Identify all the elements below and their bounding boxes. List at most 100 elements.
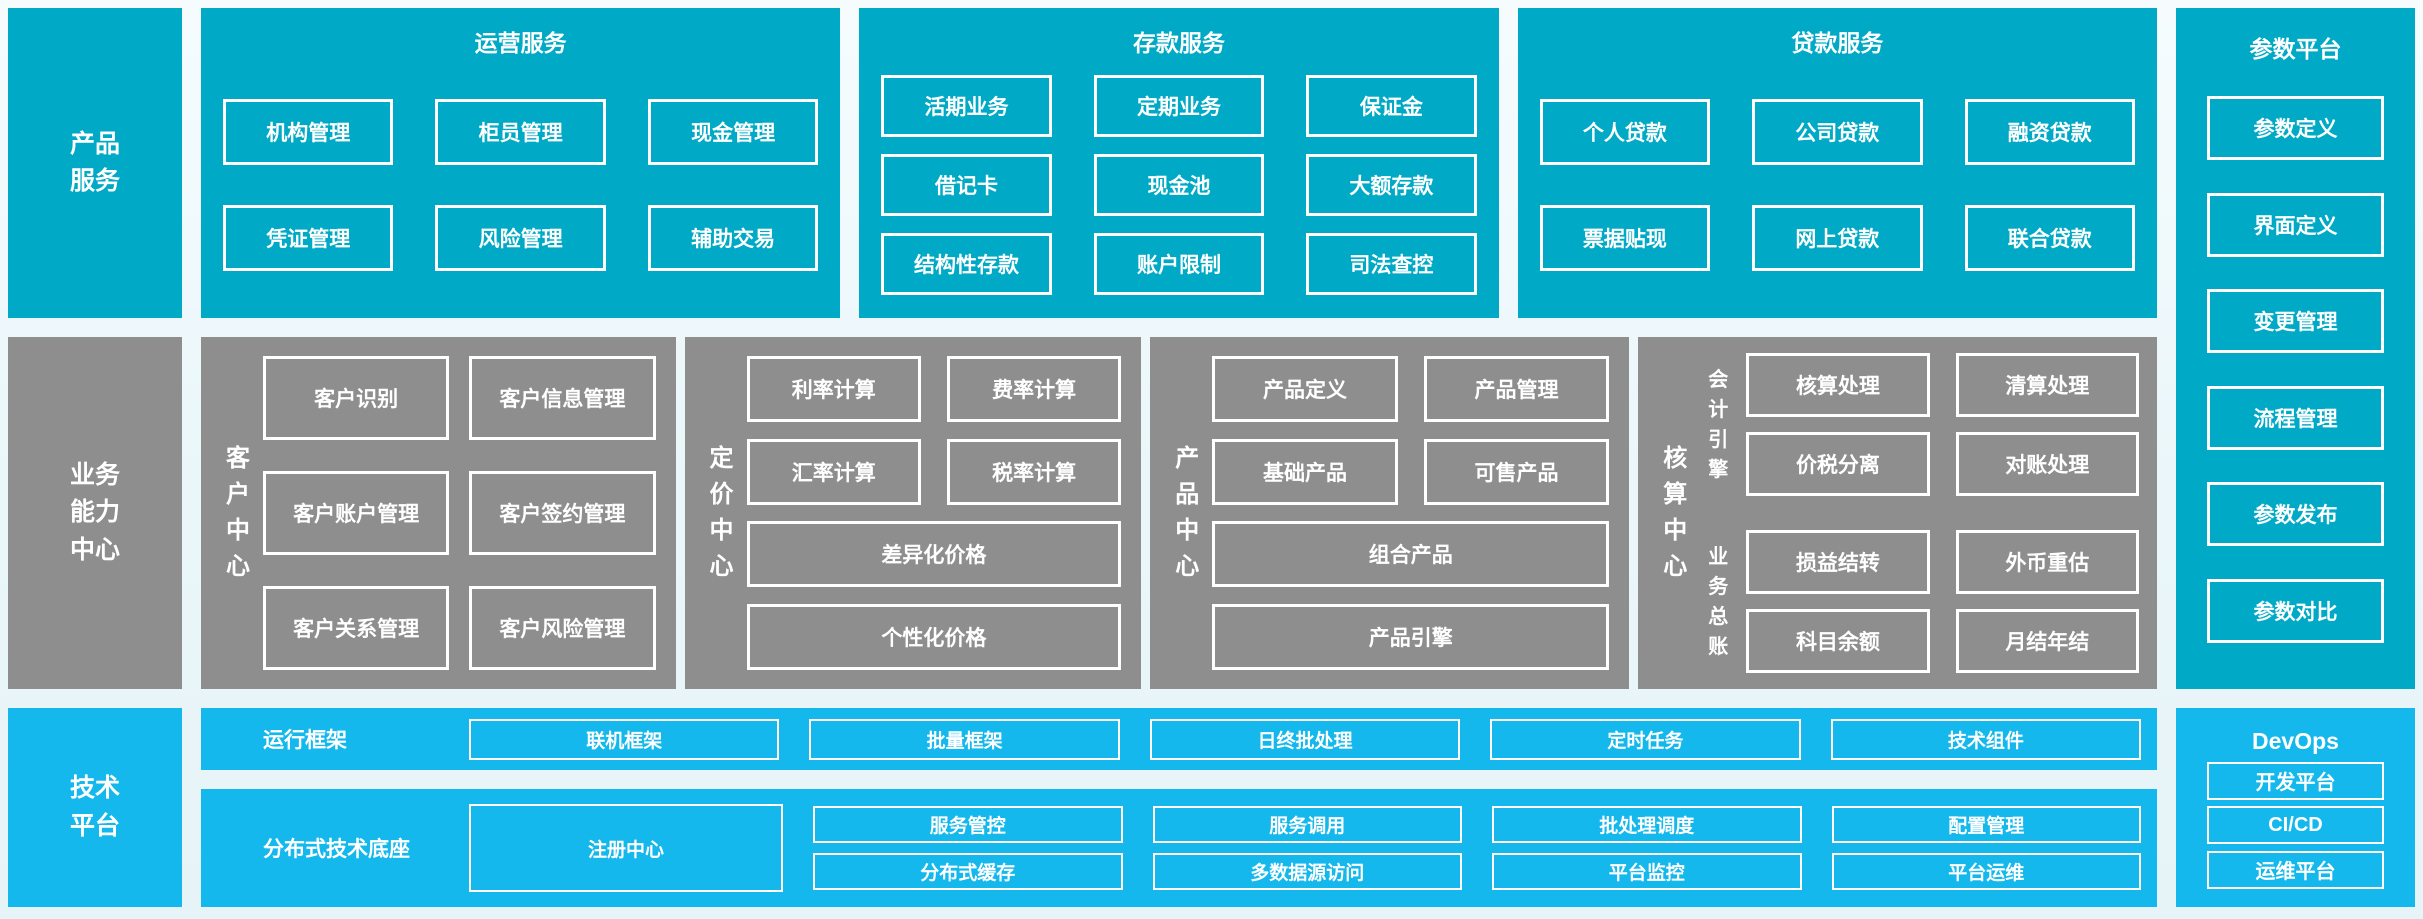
panel-product-center: 产品中心 产品定义 产品管理 基础产品 可售产品 组合产品 产品引擎 (1150, 337, 1630, 689)
module-box: 联机框架 (469, 718, 780, 760)
module-box: 活期业务 (881, 75, 1052, 137)
module-box: 界面定义 (2207, 192, 2384, 257)
customer-center-content: 客户识别客户信息管理客户账户管理客户签约管理客户关系管理客户风险管理 (263, 349, 660, 677)
sidebar-business-capability: 业务能力中心 (8, 337, 182, 689)
module-box-wide: 产品引擎 (1212, 604, 1610, 671)
module-box-wide: 组合产品 (1212, 521, 1610, 588)
panel-loan-services: 贷款服务 个人贷款公司贷款融资贷款票据贴现网上贷款联合贷款 (1517, 8, 2157, 318)
registry-box: 注册中心 (469, 804, 783, 892)
module-box: 平台监控 (1492, 853, 1802, 890)
product-center-label: 产品中心 (1175, 445, 1200, 580)
panel-title: DevOps (2252, 728, 2339, 754)
pricing-center-content: 利率计算 费率计算 汇率计算 税率计算 差异化价格 个性化价格 (746, 349, 1126, 677)
module-box: 定期业务 (1093, 75, 1265, 137)
module-box: 个人贷款 (1539, 98, 1711, 165)
module-box: 票据贴现 (1539, 205, 1711, 272)
module-box: 批量框架 (809, 718, 1120, 760)
panel-distributed-base: 分布式技术底座 注册中心 服务管控服务调用批处理调度配置管理分布式缓存多数据源访… (201, 789, 2157, 907)
customer-items: 客户识别客户信息管理客户账户管理客户签约管理客户关系管理客户风险管理 (263, 349, 660, 677)
panel-deposit-services: 存款服务 活期业务定期业务保证金借记卡现金池大额存款结构性存款账户限制司法查控 (859, 8, 1499, 318)
module-box: 服务调用 (1152, 806, 1462, 843)
panel-title: 存款服务 (1132, 30, 1225, 56)
module-box: 变更管理 (2207, 289, 2384, 354)
business-ledger-items: 损益结转外币重估科目余额月结年结 (1746, 526, 2141, 677)
sidebar-product-services: 产品服务 (8, 8, 182, 318)
module-box: 定时任务 (1490, 718, 1801, 760)
pricing-items: 利率计算 费率计算 汇率计算 税率计算 差异化价格 个性化价格 (746, 349, 1126, 677)
module-box: 凭证管理 (223, 205, 394, 272)
module-box: CI/CD (2207, 806, 2384, 844)
panel-title: 运营服务 (474, 30, 567, 56)
module-box: 多数据源访问 (1152, 853, 1462, 890)
module-box-wide: 个性化价格 (746, 604, 1122, 671)
module-box: 外币重估 (1955, 530, 2139, 595)
panel-runtime-framework: 运行框架 联机框架批量框架日终批处理定时任务技术组件 (201, 708, 2157, 770)
sidebar-product-services-label: 产品服务 (69, 129, 120, 196)
module-box: 可售产品 (1423, 438, 1610, 505)
deposit-items: 活期业务定期业务保证金借记卡现金池大额存款结构性存款账户限制司法查控 (859, 58, 1498, 312)
distributed-base-label: 分布式技术底座 (263, 838, 410, 861)
accounting-engine-items: 核算处理清算处理价税分离对账处理 (1746, 349, 2141, 500)
module-box: 汇率计算 (746, 438, 921, 505)
accounting-group-ledger: 业务总账 损益结转外币重估科目余额月结年结 (1700, 526, 2141, 677)
sub-label: 会计引擎 (1700, 349, 1736, 500)
module-box: 现金管理 (647, 98, 819, 165)
accounting-center-label: 核算中心 (1663, 445, 1688, 580)
module-box: 对账处理 (1955, 431, 2139, 496)
center-label: 定价中心 (701, 349, 743, 677)
module-box: 运维平台 (2207, 850, 2384, 889)
module-box: 客户风险管理 (469, 586, 656, 670)
operations-items: 机构管理柜员管理现金管理凭证管理风险管理辅助交易 (201, 58, 840, 312)
module-box: 柜员管理 (435, 98, 606, 165)
module-box: 清算处理 (1955, 353, 2139, 418)
panel-customer-center: 客户中心 客户识别客户信息管理客户账户管理客户签约管理客户关系管理客户风险管理 (201, 337, 676, 689)
panel-operations-services: 运营服务 机构管理柜员管理现金管理凭证管理风险管理辅助交易 (201, 8, 841, 318)
module-box: 客户关系管理 (263, 586, 450, 670)
module-box: 产品管理 (1423, 355, 1610, 422)
module-box: 公司贷款 (1752, 98, 1923, 165)
panel-title: 参数平台 (2249, 36, 2342, 62)
module-box: 开发平台 (2207, 761, 2384, 800)
module-box: 平台运维 (1831, 853, 2141, 890)
module-box: 网上贷款 (1752, 205, 1923, 272)
module-box: 客户签约管理 (469, 471, 656, 555)
module-box: 客户识别 (263, 356, 450, 440)
sub-label: 业务总账 (1700, 526, 1736, 677)
runtime-items: 联机框架批量框架日终批处理定时任务技术组件 (469, 718, 2142, 760)
module-box: 价税分离 (1746, 431, 1930, 496)
module-box: 流程管理 (2207, 385, 2384, 450)
runtime-framework-label: 运行框架 (263, 729, 347, 752)
parameter-items: 参数定义界面定义变更管理流程管理参数发布参数对比 (2207, 64, 2384, 675)
panel-pricing-center: 定价中心 利率计算 费率计算 汇率计算 税率计算 差异化价格 个性化价格 (684, 337, 1142, 689)
accounting-center-content: 会计引擎 核算处理清算处理价税分离对账处理 业务总账 损益结转外币重估科目余额月… (1700, 349, 2141, 677)
customer-center-label: 客户中心 (225, 445, 250, 580)
module-box: 日终批处理 (1149, 718, 1461, 760)
panel-parameter-platform: 参数平台 参数定义界面定义变更管理流程管理参数发布参数对比 (2176, 8, 2415, 689)
module-box: 联合贷款 (1964, 205, 2135, 272)
product-items: 产品定义 产品管理 基础产品 可售产品 组合产品 产品引擎 (1212, 349, 1613, 677)
module-box-wide: 差异化价格 (746, 521, 1122, 588)
module-box: 机构管理 (223, 98, 394, 165)
module-box: 批处理调度 (1492, 806, 1802, 843)
module-box: 参数发布 (2207, 482, 2384, 547)
module-box: 融资贷款 (1964, 98, 2135, 165)
panel-title: 贷款服务 (1791, 30, 1884, 56)
center-label: 客户中心 (217, 349, 259, 677)
sidebar-tech-platform: 技术平台 (8, 708, 182, 907)
module-box: 账户限制 (1093, 233, 1265, 295)
module-box: 辅助交易 (647, 205, 819, 272)
business-capability-band: 客户中心 客户识别客户信息管理客户账户管理客户签约管理客户关系管理客户风险管理 … (201, 337, 2157, 689)
module-box: 分布式缓存 (813, 853, 1123, 890)
sidebar-business-capability-label: 业务能力中心 (69, 460, 120, 564)
module-box: 参数定义 (2207, 96, 2384, 161)
distributed-items: 服务管控服务调用批处理调度配置管理分布式缓存多数据源访问平台监控平台运维 (813, 806, 2141, 890)
devops-items: 开发平台 CI/CD 运维平台 (2207, 755, 2384, 895)
module-box: 配置管理 (1831, 806, 2141, 843)
module-box: 客户信息管理 (469, 356, 656, 440)
module-box: 风险管理 (435, 205, 606, 272)
module-box: 税率计算 (946, 438, 1122, 505)
loan-items: 个人贷款公司贷款融资贷款票据贴现网上贷款联合贷款 (1518, 58, 2157, 312)
module-box: 参数对比 (2207, 578, 2384, 643)
module-box: 保证金 (1306, 75, 1477, 137)
